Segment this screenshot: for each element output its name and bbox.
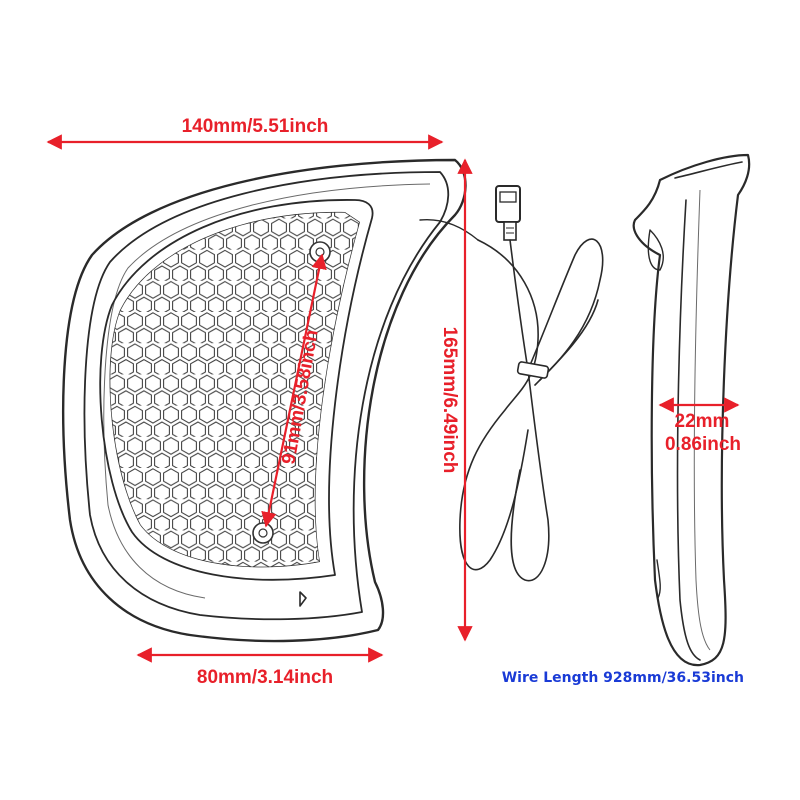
arrow-hole-spacing [261, 253, 327, 528]
mounting-hole-top [309, 241, 331, 263]
label-depth-mm: 22mm [675, 411, 730, 432]
dimension-arrows [46, 134, 740, 663]
label-depth-inch: 0.86inch [665, 434, 741, 455]
label-overall-width: 140mm/5.51inch [182, 116, 329, 137]
label-overall-height: 165mm/6.49inch [439, 327, 460, 474]
mounting-hole-bottom [252, 522, 274, 544]
wire-harness [459, 185, 604, 582]
connector-plug-icon [495, 185, 521, 241]
zip-tie-icon [516, 361, 550, 379]
vent-cover-outline [62, 158, 467, 643]
side-profile-outline [632, 153, 751, 667]
label-bottom-width: 80mm/3.14inch [197, 667, 333, 688]
vent-cover-side-view [632, 153, 751, 667]
vent-cover-front-view [62, 158, 479, 643]
cover-wire-exit [419, 218, 479, 241]
honeycomb-grille [109, 211, 360, 568]
vent-cover-rim [83, 171, 450, 621]
grille-frame [99, 199, 374, 581]
wire-length-note: Wire Length 928mm/36.53inch [502, 670, 744, 686]
